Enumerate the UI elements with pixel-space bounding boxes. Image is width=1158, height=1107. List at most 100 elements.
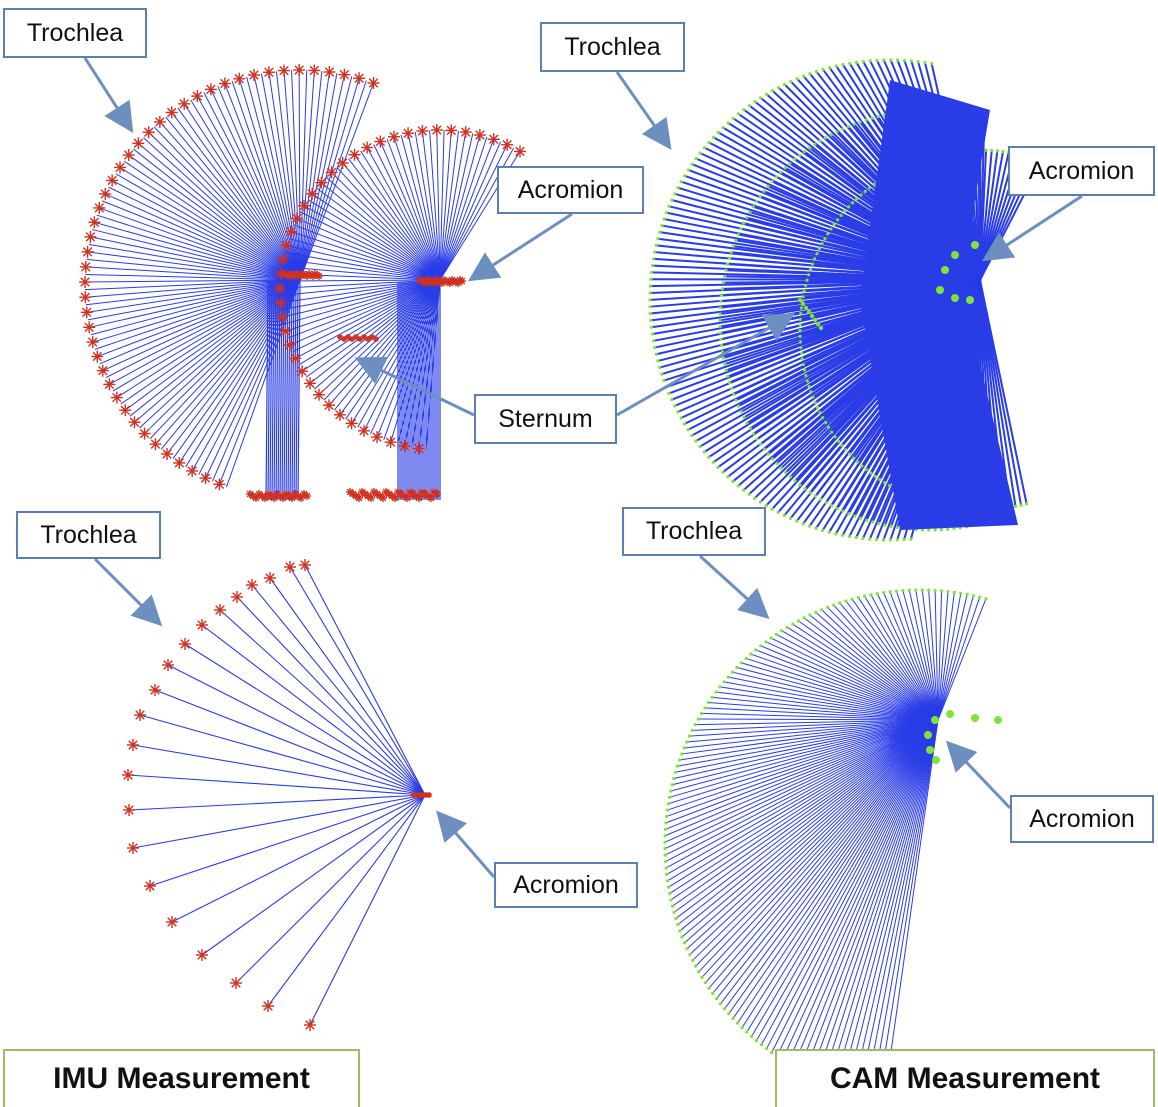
marker-dot xyxy=(894,589,899,593)
marker-star xyxy=(122,769,134,781)
marker-dot xyxy=(653,250,657,254)
marker-dot xyxy=(651,257,656,261)
marker-star xyxy=(196,949,208,961)
trajectory-line xyxy=(99,207,301,281)
marker-star xyxy=(373,336,379,342)
marker-dot xyxy=(724,268,728,272)
marker-dot xyxy=(688,953,692,957)
marker-dot xyxy=(834,64,838,68)
trajectory-line xyxy=(666,719,939,817)
marker-dot xyxy=(673,192,677,196)
trajectory-line xyxy=(421,130,441,281)
marker-dot xyxy=(873,474,877,478)
marker-dot xyxy=(863,594,867,598)
marker-star xyxy=(149,684,161,696)
trajectory-line xyxy=(201,624,426,796)
trajectory-line xyxy=(351,279,441,424)
marker-star xyxy=(231,591,243,603)
marker-dot xyxy=(670,783,674,787)
marker-dot xyxy=(648,291,652,295)
marker-star xyxy=(374,135,387,148)
marker-star xyxy=(277,64,290,77)
marker-star xyxy=(459,126,472,139)
cam-bottom-acromion-label: Acromion xyxy=(1010,795,1154,843)
marker-dot xyxy=(776,85,781,90)
marker-dot xyxy=(846,124,850,129)
trajectory-line xyxy=(167,664,426,796)
marker-dot xyxy=(782,513,786,518)
marker-dot xyxy=(742,108,746,112)
trajectory-line xyxy=(665,719,939,830)
trajectory-line xyxy=(288,237,441,281)
trajectory-line xyxy=(127,774,426,796)
marker-dot xyxy=(722,274,727,279)
callout-arrow xyxy=(93,557,163,627)
marker-star xyxy=(91,350,104,363)
trajectory-line xyxy=(937,594,968,721)
marker-dot xyxy=(895,538,899,542)
marker-dot xyxy=(662,217,666,221)
marker-dot xyxy=(666,802,670,806)
trajectory-line xyxy=(937,591,949,721)
marker-dot xyxy=(920,588,924,592)
marker-dot xyxy=(930,62,934,66)
trajectory-line xyxy=(124,279,301,411)
marker-star xyxy=(119,404,132,417)
marker-dot xyxy=(693,723,697,727)
trajectory-line xyxy=(669,719,939,894)
marker-dot xyxy=(878,478,882,482)
marker-star xyxy=(96,364,109,377)
marker-dot xyxy=(742,221,746,225)
trajectory-line xyxy=(665,719,939,824)
trajectory-line xyxy=(190,99,301,281)
marker-star xyxy=(304,1019,316,1031)
marker-dot xyxy=(721,125,725,130)
trajectory-line xyxy=(712,696,939,721)
marker-dot xyxy=(808,267,813,272)
trajectory-line xyxy=(268,72,301,281)
callout-arrow xyxy=(615,71,672,150)
marker-dot xyxy=(719,337,723,341)
trajectory-line xyxy=(776,633,939,721)
marker-star xyxy=(83,321,96,334)
trajectory-line xyxy=(339,279,441,416)
trajectory-line xyxy=(159,121,301,281)
marker-star xyxy=(391,494,399,502)
trajectory-line xyxy=(309,794,426,1026)
trajectory-line xyxy=(809,614,939,721)
marker-dot xyxy=(770,457,775,461)
cam-2d-plot xyxy=(663,588,1002,1100)
marker-dot xyxy=(740,1026,744,1030)
marker-star xyxy=(123,804,135,816)
marker-dot xyxy=(764,1047,769,1051)
marker-star xyxy=(487,133,500,146)
callout-arrow xyxy=(467,212,573,282)
trajectory-line xyxy=(851,598,939,721)
marker-star xyxy=(325,166,338,179)
marker-dot xyxy=(731,1016,735,1021)
marker-star xyxy=(79,276,92,289)
trajectory-line xyxy=(695,719,939,726)
marker-dot xyxy=(665,808,670,812)
marker-dot xyxy=(679,416,683,420)
marker-dot xyxy=(830,430,834,434)
marker-dot xyxy=(698,151,702,155)
marker-dot xyxy=(676,186,680,190)
marker-star xyxy=(514,145,526,158)
trajectory-line xyxy=(667,719,939,882)
marker-dot xyxy=(680,752,684,756)
marker-dot xyxy=(995,149,999,153)
marker-dot xyxy=(882,58,886,62)
trajectory-line xyxy=(92,279,301,343)
marker-dot xyxy=(707,140,711,145)
marker-dot xyxy=(799,351,804,355)
trajectory-line xyxy=(439,131,467,281)
marker-dot xyxy=(658,230,662,234)
marker-star xyxy=(306,187,319,200)
imu-measurement-title: IMU Measurement xyxy=(3,1049,360,1107)
trajectory-line xyxy=(154,689,426,796)
marker-dot xyxy=(732,392,736,397)
marker-dot xyxy=(798,483,802,487)
trajectory-line xyxy=(143,137,301,281)
marker-dot xyxy=(663,840,667,844)
